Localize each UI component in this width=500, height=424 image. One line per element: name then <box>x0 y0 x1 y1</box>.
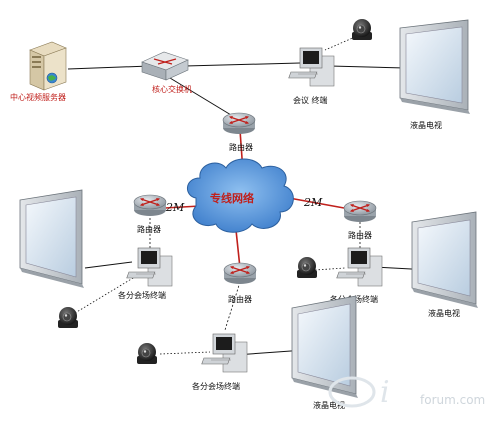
pc-terminal-icon <box>336 247 383 287</box>
watermark: i forum.com <box>328 375 485 410</box>
branch-terminal-left-label: 各分会场终端 <box>118 290 166 300</box>
meeting-terminal-label: 会议 终端 <box>293 95 328 105</box>
lcd-monitor-icon <box>399 19 470 114</box>
server-icon <box>29 41 67 91</box>
camera-icon <box>296 256 318 279</box>
core-switch-label: 核心交换机 <box>152 84 192 94</box>
router-top-label: 路由器 <box>229 142 253 152</box>
router-right-label: 路由器 <box>348 230 372 240</box>
pc-terminal-icon <box>201 333 248 373</box>
lcd-monitor-icon <box>291 295 358 398</box>
lcd-tv-bottom-label: 液晶电视 <box>313 400 345 410</box>
central-server-label: 中心视频服务器 <box>10 92 66 102</box>
lcd-tv-top-label: 液晶电视 <box>410 120 442 130</box>
router-left-label: 路由器 <box>137 224 161 234</box>
router-icon <box>222 112 256 135</box>
router-icon <box>223 262 257 285</box>
pc-terminal-icon <box>288 47 335 87</box>
router-icon <box>133 194 167 217</box>
svg-text:i: i <box>380 375 390 410</box>
camera-icon <box>57 306 79 329</box>
cloud-icon <box>187 158 294 233</box>
camera-icon <box>136 342 158 365</box>
camera-icon <box>351 18 373 41</box>
watermark-text: forum.com <box>420 393 485 407</box>
lcd-monitor-icon <box>19 189 84 288</box>
lcd-tv-right-label: 液晶电视 <box>428 308 460 318</box>
router-bottom-label: 路由器 <box>228 294 252 304</box>
cloud-label: 专线网络 <box>210 191 254 205</box>
router-icon <box>343 200 377 223</box>
pc-terminal-icon <box>126 247 173 287</box>
lcd-monitor-icon <box>411 211 478 308</box>
bandwidth-right-label: 2M <box>303 196 323 209</box>
branch-terminal-bottom-label: 各分会场终端 <box>192 381 240 391</box>
bandwidth-left-label: 2M <box>165 201 185 214</box>
switch-icon <box>141 51 189 81</box>
